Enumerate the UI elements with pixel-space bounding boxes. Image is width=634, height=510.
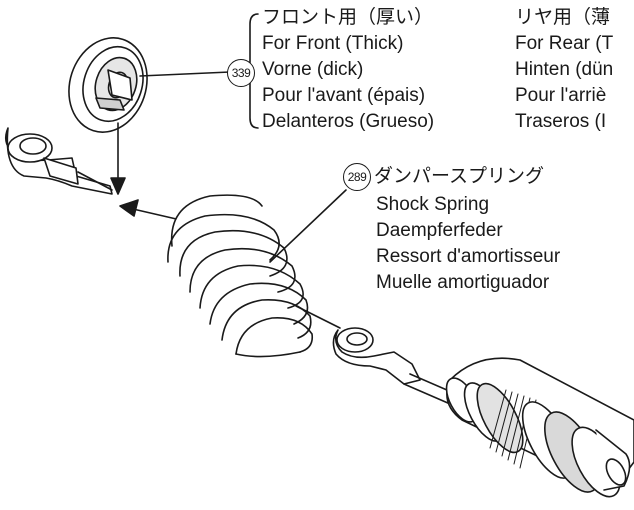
label-289-de: Daempferfeder: [376, 220, 503, 241]
label-339-jp: フロント用（厚い）: [262, 7, 434, 28]
callout-number-289: 289: [343, 163, 371, 191]
label-rear-de: Hinten (dün: [515, 59, 614, 80]
upper-rod-end: [4, 127, 113, 195]
part-rear-labels: リヤ用（薄 For Rear (T Hinten (dün Pour l'arr…: [515, 5, 634, 137]
label-339-fr: Pour l'avant (épais): [262, 85, 426, 106]
shock-body: [445, 357, 634, 498]
label-289-en: Shock Spring: [376, 194, 490, 215]
label-rear-jp: リヤ用（薄: [515, 7, 611, 28]
shock-spring-part: [167, 194, 314, 358]
spring-retainer-part: [68, 37, 148, 133]
label-rear-fr: Pour l'arriè: [515, 85, 607, 106]
leader-line-289: [269, 189, 347, 263]
callout-number-339: 339: [227, 59, 255, 87]
label-339-es: Delanteros (Grueso): [262, 111, 435, 132]
label-289-fr: Ressort d'amortisseur: [376, 246, 561, 267]
label-rear-es: Traseros (I: [515, 111, 607, 132]
label-339-de: Vorne (dick): [262, 59, 364, 80]
leader-line-339: [139, 71, 231, 77]
lower-rod-end: [332, 327, 421, 385]
label-rear-en: For Rear (T: [515, 33, 614, 54]
label-289-es: Muelle amortiguador: [376, 272, 550, 293]
label-339-en: For Front (Thick): [262, 33, 404, 54]
label-289-jp: ダンパースプリング: [374, 166, 545, 187]
shock-shaft-upper: [295, 305, 341, 329]
